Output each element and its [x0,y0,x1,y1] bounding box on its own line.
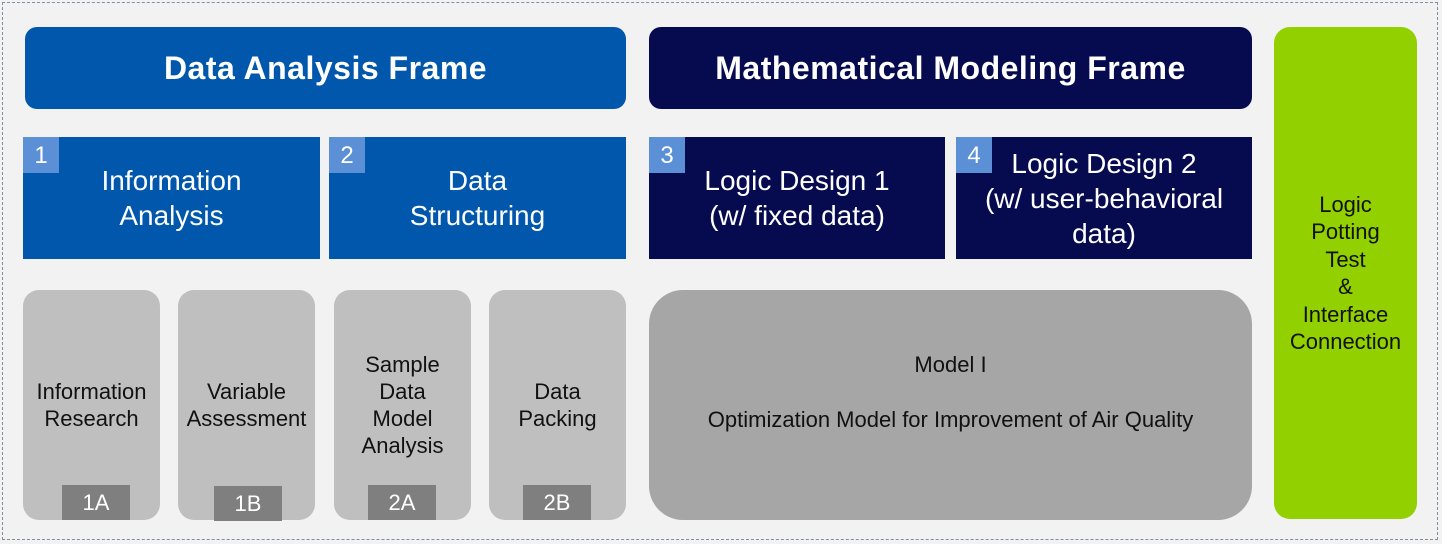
substep-variable-assessment: Variable Assessment [178,290,315,520]
step-information-analysis: 1 Information Analysis [23,137,320,259]
mathematical-modeling-frame-title: Mathematical Modeling Frame [715,49,1186,86]
data-analysis-frame-title: Data Analysis Frame [163,49,488,86]
substep-label: Information Research [36,379,147,431]
substep-label: Data Packing [518,379,597,431]
side-panel-label: Logic Potting Test & Interface Connectio… [1289,191,1402,355]
substep-code-badge: 1A [62,485,130,520]
step-label: Logic Design 2 (w/ user-behavioral data) [984,147,1224,249]
substep-label: Sample Data Model Analysis [361,352,444,458]
step-number-badge: 3 [649,137,685,173]
step-logic-design-1: 3 Logic Design 1 (w/ fixed data) [649,137,945,259]
substep-data-packing: Data Packing [489,290,626,520]
substep-information-research: Information Research [23,290,160,520]
model-description: Optimization Model for Improvement of Ai… [707,407,1194,432]
step-label: Information Analysis [101,165,242,231]
model-box: Model I Optimization Model for Improveme… [649,290,1252,520]
step-data-structuring: 2 Data Structuring [329,137,626,259]
substep-code-badge: 2B [523,485,591,520]
mathematical-modeling-frame-header: Mathematical Modeling Frame [649,27,1252,109]
step-logic-design-2: 4 Logic Design 2 (w/ user-behavioral dat… [956,137,1252,259]
step-number-badge: 4 [956,137,992,173]
substep-code-badge: 1B [214,486,282,521]
substep-label: Variable Assessment [186,379,307,431]
model-title: Model I [914,352,987,377]
step-number-badge: 2 [329,137,365,173]
substep-code-badge: 2A [368,485,436,520]
step-label: Logic Design 1 (w/ fixed data) [704,165,890,231]
step-label: Data Structuring [409,165,546,231]
step-number-badge: 1 [23,137,59,173]
substep-sample-data-model-analysis: Sample Data Model Analysis [334,290,471,520]
data-analysis-frame-header: Data Analysis Frame [25,27,626,109]
logic-potting-test-panel: Logic Potting Test & Interface Connectio… [1274,27,1417,519]
